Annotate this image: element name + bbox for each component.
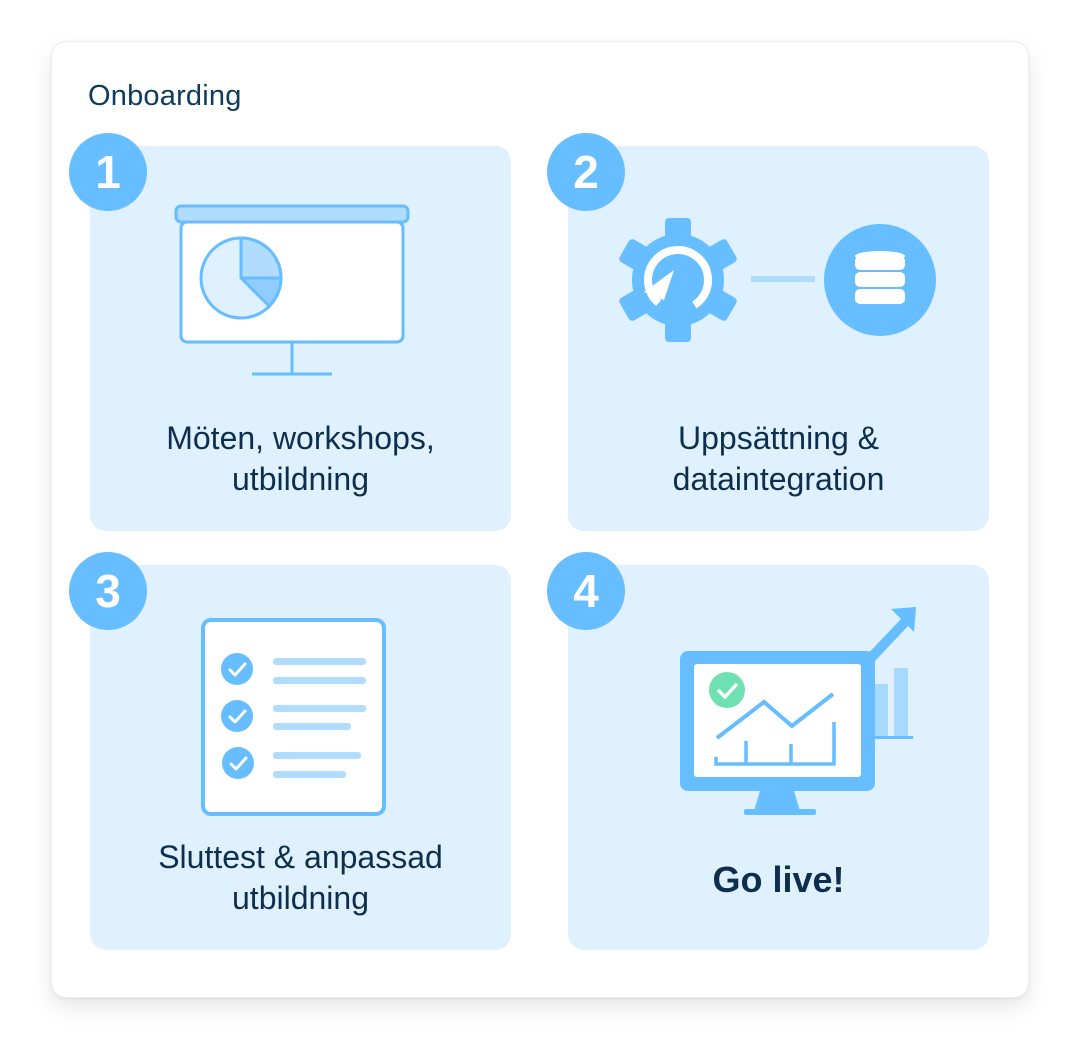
step-3-caption-line2: utbildning bbox=[232, 880, 369, 916]
step-4-number-badge: 4 bbox=[547, 552, 625, 630]
monitor-growth-chart-icon bbox=[680, 607, 916, 815]
step-1-caption-line1: Möten, workshops, bbox=[166, 420, 435, 456]
step-2-caption-line1: Uppsättning & bbox=[677, 420, 879, 456]
step-1-caption: Möten, workshops, utbildning bbox=[90, 418, 511, 500]
step-2-caption: Uppsättning & dataintegration bbox=[568, 418, 989, 500]
step-tile-3: Sluttest & anpassad utbildning bbox=[90, 565, 511, 950]
step-4-caption: Go live! bbox=[568, 859, 989, 900]
step-2-caption-line2: dataintegration bbox=[672, 461, 885, 497]
step-tile-4: Go live! bbox=[568, 565, 989, 950]
step-1-number-badge: 1 bbox=[69, 133, 147, 211]
gear-database-integration-icon bbox=[619, 218, 936, 342]
step-1-caption-line2: utbildning bbox=[232, 461, 369, 497]
presentation-screen-pie-chart-icon bbox=[174, 204, 410, 376]
step-3-caption-line1: Sluttest & anpassad bbox=[158, 839, 443, 875]
step-3-caption: Sluttest & anpassad utbildning bbox=[90, 837, 511, 919]
step-4-caption-line1: Go live! bbox=[712, 859, 845, 900]
step-tile-2: Uppsättning & dataintegration bbox=[568, 146, 989, 531]
step-2-number-badge: 2 bbox=[547, 133, 625, 211]
step-3-number-badge: 3 bbox=[69, 552, 147, 630]
checklist-icon bbox=[201, 618, 386, 816]
step-tile-1: Möten, workshops, utbildning bbox=[90, 146, 511, 531]
page-title: Onboarding bbox=[88, 80, 242, 112]
